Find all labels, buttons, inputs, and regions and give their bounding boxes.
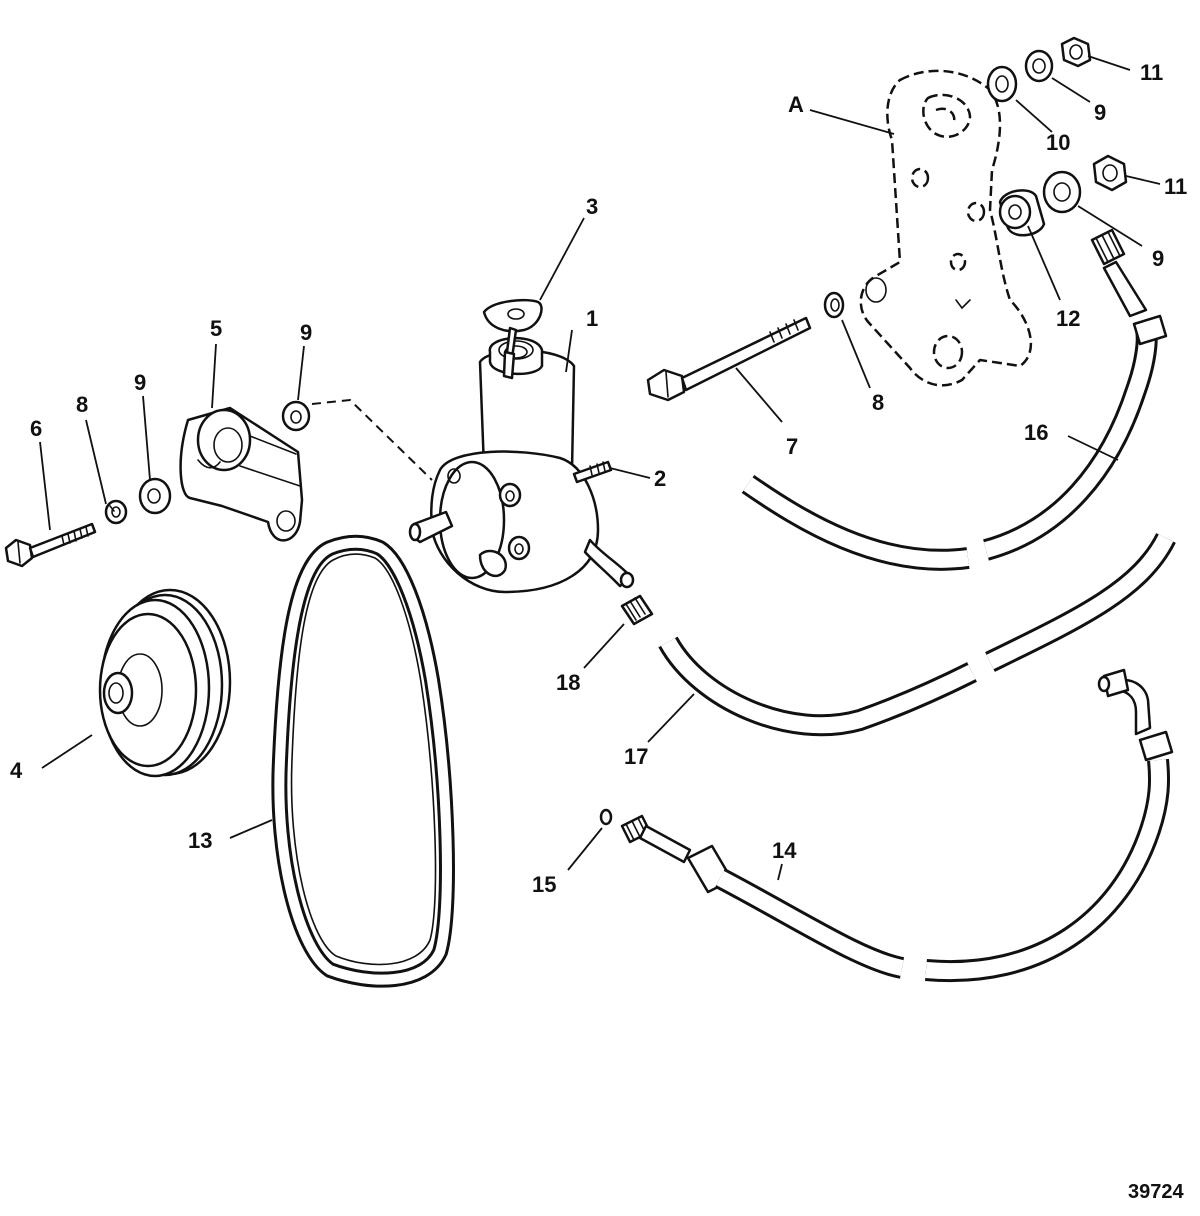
callout-4: 4 bbox=[10, 758, 23, 783]
callout-7: 7 bbox=[786, 434, 798, 459]
callout-A: A bbox=[788, 92, 804, 117]
figure-number: 39724 bbox=[1128, 1181, 1184, 1203]
hose-fitting bbox=[620, 594, 654, 626]
callout-9-bracket: 9 bbox=[300, 320, 312, 345]
reservoir-cap bbox=[482, 298, 543, 380]
lock-washer-right bbox=[823, 291, 845, 319]
assembly-line bbox=[311, 398, 433, 481]
nut-upper bbox=[1060, 36, 1092, 68]
bolt-left bbox=[4, 522, 97, 568]
callout-8-left: 8 bbox=[76, 392, 88, 417]
washer-middle bbox=[1042, 170, 1082, 214]
callout-17: 17 bbox=[624, 744, 648, 769]
callout-2: 2 bbox=[654, 466, 666, 491]
callout-5: 5 bbox=[210, 316, 222, 341]
leader-lines bbox=[39, 55, 1161, 881]
callout-8-right: 8 bbox=[872, 390, 884, 415]
callout-6: 6 bbox=[30, 416, 42, 441]
return-hose bbox=[658, 532, 1176, 737]
pulley bbox=[98, 588, 232, 778]
callout-18: 18 bbox=[556, 670, 580, 695]
callout-13: 13 bbox=[188, 828, 212, 853]
callout-1: 1 bbox=[586, 306, 598, 331]
pressure-hose bbox=[741, 228, 1168, 571]
callout-14: 14 bbox=[772, 838, 797, 863]
bracket bbox=[179, 406, 304, 542]
bolt-long bbox=[646, 316, 812, 402]
washer-left bbox=[138, 477, 172, 515]
callout-11-upper: 11 bbox=[1140, 60, 1163, 85]
o-ring bbox=[599, 808, 613, 826]
power-steering-pump bbox=[408, 337, 635, 594]
callout-9-middle: 9 bbox=[1152, 246, 1164, 271]
callout-10: 10 bbox=[1046, 130, 1070, 155]
callout-labels: 1 2 3 4 5 6 7 8 8 9 9 9 9 10 11 11 12 13… bbox=[10, 60, 1187, 897]
lock-washer-left bbox=[104, 499, 128, 525]
callout-15: 15 bbox=[532, 872, 556, 897]
hose-assembly bbox=[620, 668, 1174, 983]
washer-10 bbox=[986, 65, 1018, 103]
spacer-washer bbox=[281, 400, 311, 432]
callout-3: 3 bbox=[586, 194, 598, 219]
washer-upper bbox=[1024, 49, 1054, 83]
drive-belt bbox=[271, 534, 455, 988]
callout-9-left: 9 bbox=[134, 370, 146, 395]
nut-lower bbox=[1092, 154, 1128, 192]
callout-9-upper: 9 bbox=[1094, 100, 1106, 125]
callout-16: 16 bbox=[1024, 420, 1048, 445]
callout-11-lower: 11 bbox=[1164, 174, 1187, 199]
engine-bracket bbox=[859, 69, 1033, 387]
spacer bbox=[998, 189, 1046, 237]
callout-12: 12 bbox=[1056, 306, 1080, 331]
